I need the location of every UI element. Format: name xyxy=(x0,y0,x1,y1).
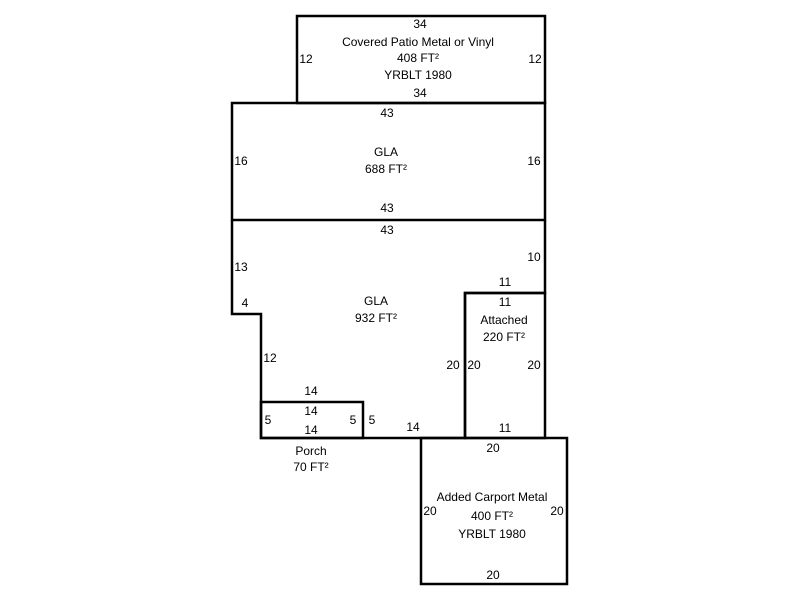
gla1-dim-top: 43 xyxy=(380,106,394,120)
carport-area: 400 FT² xyxy=(470,509,514,523)
carport-dim-bottom: 20 xyxy=(486,568,500,582)
porch-dim-left: 5 xyxy=(264,413,272,427)
porch-dim-top: 14 xyxy=(304,404,318,418)
gla-lower-outline xyxy=(230,220,547,440)
gla2-dim-attached-top: 11 xyxy=(498,275,512,289)
porch-name: Porch xyxy=(295,444,327,458)
porch-outline xyxy=(259,400,365,440)
gla2-dim-left-upper: 13 xyxy=(234,260,248,274)
gla1-dim-left: 16 xyxy=(234,154,248,168)
carport-year: YRBLT 1980 xyxy=(458,527,526,541)
gla2-dim-top: 43 xyxy=(380,223,394,237)
carport-dim-right: 20 xyxy=(550,504,564,518)
patio-dim-bottom: 34 xyxy=(413,86,427,100)
gla2-dim-bottom: 14 xyxy=(406,420,420,434)
porch-dim-bottom: 14 xyxy=(304,423,318,437)
gla1-name: GLA xyxy=(373,145,399,159)
porch-dim-right: 5 xyxy=(349,413,357,427)
carport-outline xyxy=(419,436,569,586)
gla2-name: GLA xyxy=(363,294,389,308)
gla2-dim-left-lower: 12 xyxy=(263,351,277,365)
patio-dim-right: 12 xyxy=(528,52,542,66)
patio-name: Covered Patio Metal or Vinyl xyxy=(342,35,494,49)
attached-dim-right: 20 xyxy=(527,358,541,372)
attached-name: Attached xyxy=(480,313,528,327)
gla2-dim-porch-top: 14 xyxy=(304,384,318,398)
patio-dim-top: 34 xyxy=(413,17,427,31)
carport-dim-left: 20 xyxy=(423,504,437,518)
patio-area: 408 FT² xyxy=(396,51,440,65)
attached-dim-bottom: 11 xyxy=(498,421,512,435)
attached-area: 220 FT² xyxy=(482,330,526,344)
gla2-dim-right-upper: 10 xyxy=(527,250,541,264)
gla1-area: 688 FT² xyxy=(364,162,408,176)
carport-dim-top: 20 xyxy=(486,441,500,455)
attached-dim-left: 20 xyxy=(467,358,481,372)
gla2-dim-notch: 4 xyxy=(241,296,249,310)
gla1-dim-right: 16 xyxy=(527,154,541,168)
gla-upper-outline xyxy=(230,101,547,222)
porch-area: 70 FT² xyxy=(293,460,329,474)
gla2-dim-porch-right: 5 xyxy=(368,413,376,427)
patio-year: YRBLT 1980 xyxy=(384,68,452,82)
attached-dim-top: 11 xyxy=(498,295,512,309)
carport-name: Added Carport Metal xyxy=(436,490,548,504)
gla1-dim-bottom: 43 xyxy=(380,201,394,215)
patio-dim-left: 12 xyxy=(299,52,313,66)
gla2-area: 932 FT² xyxy=(354,311,398,325)
gla2-dim-attached-side: 20 xyxy=(446,358,460,372)
